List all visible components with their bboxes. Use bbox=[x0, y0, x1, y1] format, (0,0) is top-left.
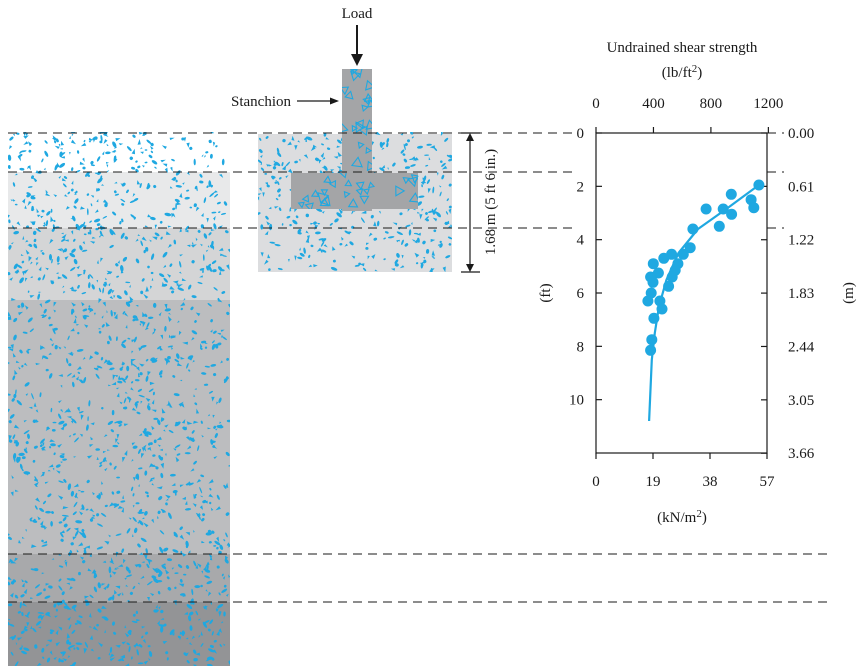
soil-layer-1 bbox=[8, 132, 230, 172]
data-point bbox=[753, 179, 765, 191]
top-axis-unit: (lb/ft2) bbox=[662, 63, 703, 81]
left-tick-label: 6 bbox=[577, 286, 585, 302]
data-point bbox=[717, 203, 729, 215]
right-tick-label: 3.05 bbox=[788, 393, 814, 409]
data-point bbox=[666, 271, 678, 283]
data-point bbox=[663, 280, 675, 292]
top-tick-label: 1200 bbox=[753, 96, 783, 112]
soil-layer-4 bbox=[8, 300, 230, 554]
top-tick-label: 0 bbox=[592, 96, 600, 112]
data-point bbox=[684, 242, 696, 254]
plot-frame bbox=[595, 132, 768, 454]
data-point bbox=[700, 203, 712, 215]
data-point bbox=[642, 295, 654, 307]
right-tick-label: 0.00 bbox=[788, 126, 814, 142]
data-point bbox=[658, 252, 670, 264]
depth-dimension-label: 1.68 m (5 ft 6 in.) bbox=[483, 149, 499, 255]
data-point bbox=[647, 276, 659, 288]
footing-aggregate-pattern bbox=[297, 173, 418, 209]
left-tick-label: 4 bbox=[577, 233, 585, 249]
data-point bbox=[687, 223, 699, 235]
soil-speckle-pattern bbox=[8, 132, 230, 666]
data-point bbox=[646, 334, 658, 346]
right-tick-label: 2.44 bbox=[788, 339, 815, 355]
data-point bbox=[748, 202, 760, 214]
footing-and-stanchion bbox=[291, 69, 418, 211]
top-tick-label: 400 bbox=[642, 96, 665, 112]
right-tick-label: 1.83 bbox=[788, 286, 814, 302]
left-tick-label: 10 bbox=[569, 393, 584, 409]
right-tick-label: 0.61 bbox=[788, 179, 814, 195]
stanchion-callout: Stanchion bbox=[231, 94, 339, 110]
data-point bbox=[645, 344, 657, 356]
data-point bbox=[725, 188, 737, 200]
chart-title: Undrained shear strength bbox=[607, 40, 758, 56]
bottom-tick-label: 0 bbox=[592, 474, 600, 490]
left-tick-label: 8 bbox=[577, 339, 585, 355]
soil-strata-column bbox=[8, 132, 230, 666]
trend-line bbox=[648, 184, 760, 422]
left-tick-label: 2 bbox=[577, 179, 585, 195]
load-label: Load bbox=[342, 6, 373, 22]
data-points bbox=[642, 179, 765, 356]
right-tick-label: 1.22 bbox=[788, 233, 814, 249]
layer-boundary-lines bbox=[8, 132, 832, 603]
data-point bbox=[656, 303, 668, 315]
right-tick-label: 3.66 bbox=[788, 446, 815, 462]
soil-layer-3 bbox=[8, 228, 230, 300]
chart-axes: 0 400 800 1200 0 19 38 57 0 2 4 6 8 10 0.00 0.61 1.22 1.8… bbox=[569, 96, 815, 490]
bottom-tick-label: 57 bbox=[760, 474, 776, 490]
left-axis-label: (ft) bbox=[538, 283, 554, 302]
concrete-aggregate-pattern bbox=[342, 69, 372, 205]
stanchion-column bbox=[342, 69, 372, 211]
data-point bbox=[647, 258, 659, 270]
data-point bbox=[677, 248, 689, 260]
data-point bbox=[648, 312, 660, 324]
data-point bbox=[713, 220, 725, 232]
load-arrow: Load bbox=[342, 6, 373, 66]
top-tick-label: 800 bbox=[700, 96, 723, 112]
bottom-tick-label: 38 bbox=[703, 474, 718, 490]
bottom-tick-label: 19 bbox=[646, 474, 661, 490]
bottom-axis-unit: (kN/m2) bbox=[657, 508, 707, 526]
soil-layer-2 bbox=[8, 172, 230, 228]
stanchion-label: Stanchion bbox=[231, 94, 291, 110]
right-axis-label: (m) bbox=[841, 282, 857, 304]
depth-dimension bbox=[461, 132, 480, 273]
data-point bbox=[726, 208, 738, 220]
left-tick-label: 0 bbox=[577, 126, 585, 142]
